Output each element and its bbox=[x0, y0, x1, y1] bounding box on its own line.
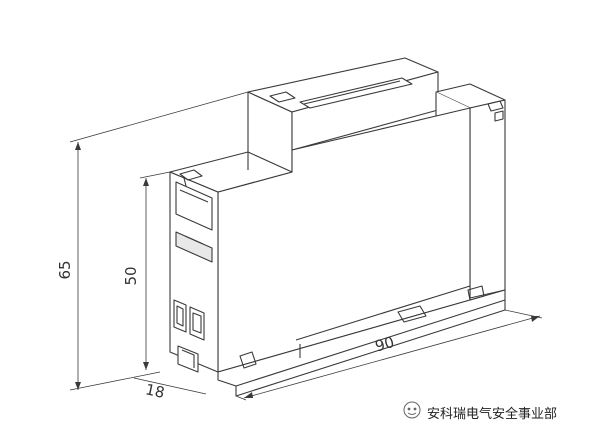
dim-50-label: 50 bbox=[122, 266, 140, 285]
watermark-text: 安科瑞电气安全事业部 bbox=[427, 407, 558, 422]
dim-18-label: 18 bbox=[144, 380, 166, 402]
dim-65-label: 65 bbox=[56, 260, 74, 279]
dim-90-label: 90 bbox=[373, 333, 396, 356]
dimension-lines bbox=[69, 91, 543, 401]
wechat-icon bbox=[403, 401, 421, 419]
din-rail-bottom bbox=[217, 285, 506, 397]
right-block bbox=[435, 83, 506, 299]
front-details bbox=[173, 169, 213, 373]
